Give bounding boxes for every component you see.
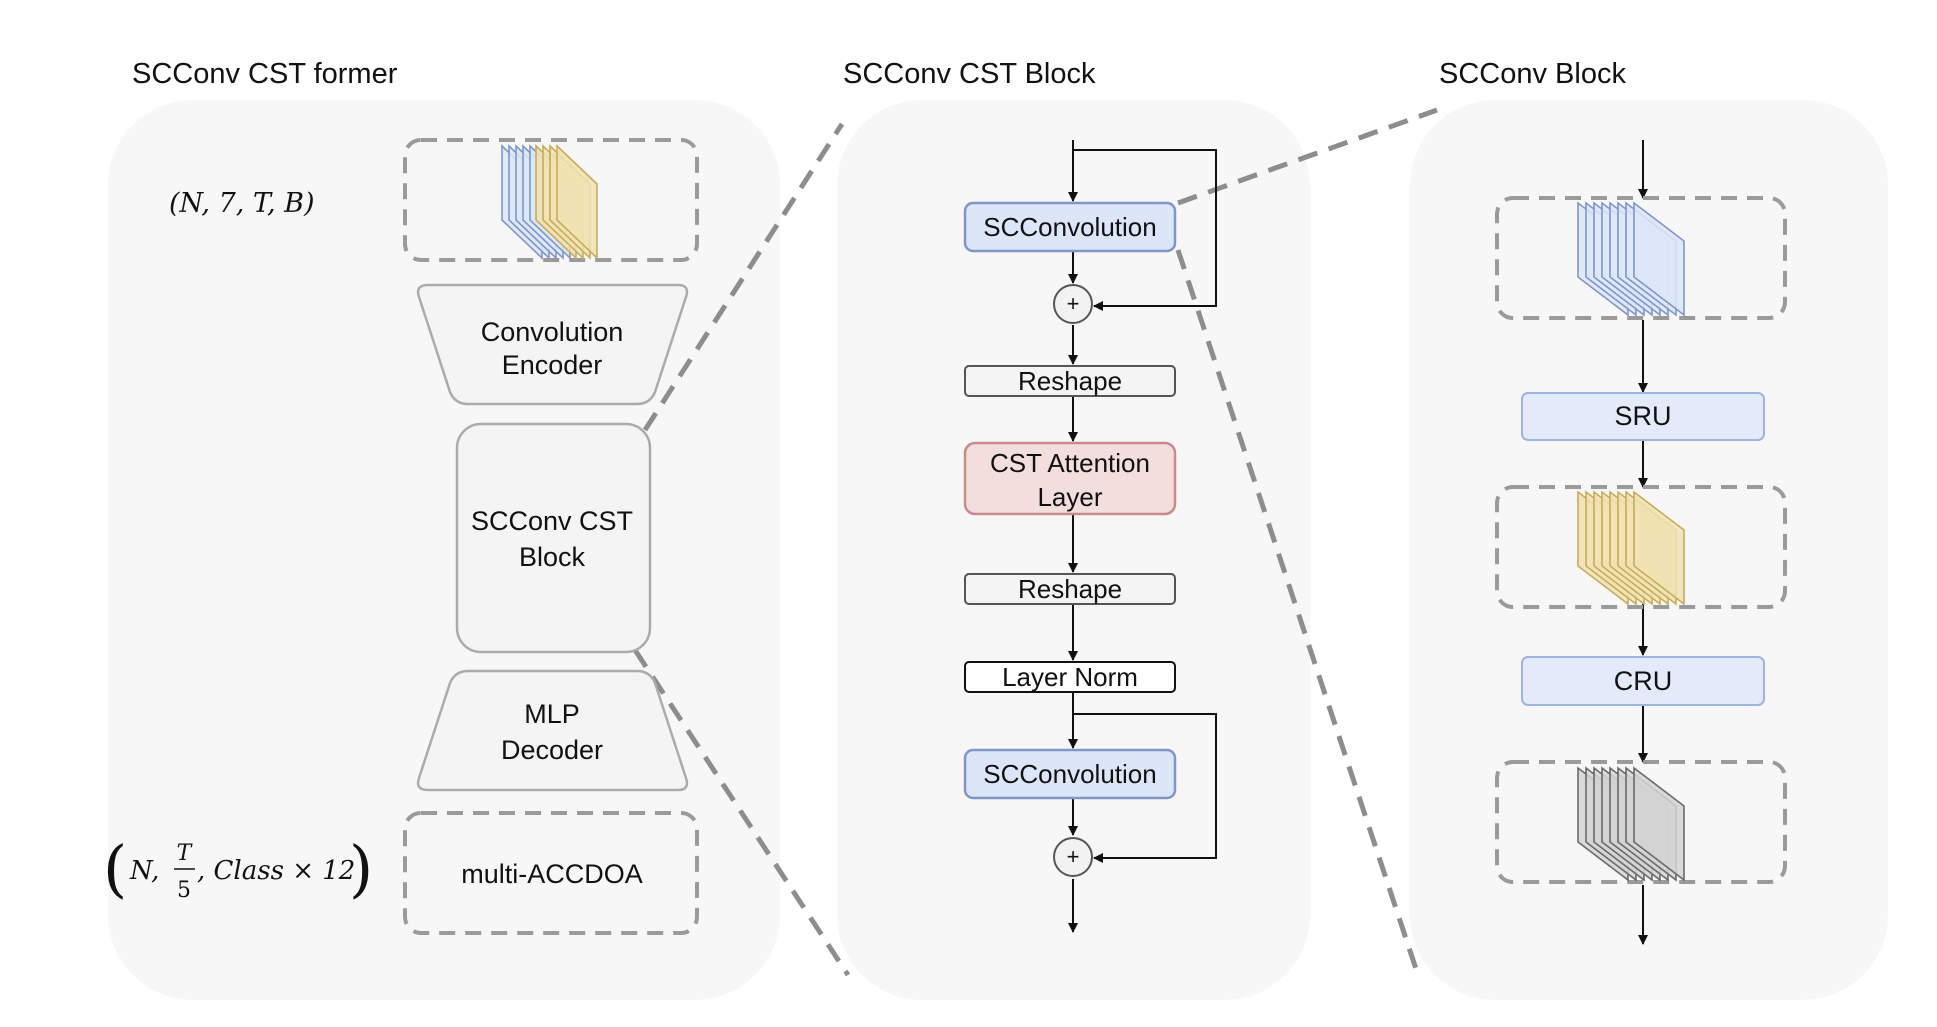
multi-accdoa-label: multi-ACCDOA bbox=[461, 859, 643, 889]
sru-label: SRU bbox=[1614, 401, 1671, 431]
add-node-1 bbox=[1053, 284, 1093, 324]
cru-feature-stack bbox=[1577, 766, 1685, 882]
zoom-connectors bbox=[632, 107, 1438, 977]
mlp-decoder-line1: MLP bbox=[524, 699, 580, 729]
cru-box bbox=[1521, 656, 1765, 706]
zoom-line-top-1 bbox=[642, 122, 845, 432]
output-shape-frac-den: 5 bbox=[177, 878, 191, 903]
input-tensor-stack bbox=[501, 144, 598, 260]
output-shape-close-paren: ) bbox=[349, 832, 373, 905]
convolution-encoder-shape bbox=[416, 283, 689, 406]
input-gold-sheet-4 bbox=[556, 144, 598, 260]
output-frame bbox=[403, 811, 699, 935]
output-shape-open-paren: ( bbox=[103, 832, 127, 905]
sru-box bbox=[1521, 392, 1765, 441]
stack2-gold-sheet-8 bbox=[1633, 490, 1685, 606]
cst-attention-box bbox=[963, 441, 1177, 516]
mlp-decoder-line2: Decoder bbox=[501, 735, 603, 765]
cst-block-arrows bbox=[1068, 140, 1217, 933]
cst-attention-line2: Layer bbox=[1037, 482, 1102, 512]
scconvolution-label-1: SCConvolution bbox=[983, 212, 1156, 242]
cst-block-title: SCConv CST Block bbox=[843, 58, 1096, 90]
reshape-label-1: Reshape bbox=[1018, 366, 1122, 396]
input-shape-label: (N, 7, T, B) bbox=[169, 188, 315, 219]
output-shape-formula: ( N, T 5 , Class × 12 ) bbox=[103, 832, 373, 905]
scconv-cst-block-box bbox=[455, 422, 652, 654]
feature-frame-2 bbox=[1495, 485, 1787, 609]
cst-attention-line1: CST Attention bbox=[990, 448, 1150, 478]
scconv-block-title: SCConv Block bbox=[1439, 58, 1626, 90]
output-shape-frac-num: T bbox=[177, 841, 194, 866]
mlp-decoder-shape bbox=[416, 669, 689, 792]
output-shape-rest: , Class × 12 bbox=[197, 856, 355, 886]
stack3-grey-sheet-8 bbox=[1633, 766, 1685, 882]
residual-path-2 bbox=[1073, 713, 1217, 863]
zoom-line-bottom-1 bbox=[632, 648, 851, 977]
layer-norm-label: Layer Norm bbox=[1002, 662, 1138, 692]
reshape-box-2 bbox=[964, 573, 1176, 605]
former-title: SCConv CST former bbox=[132, 58, 398, 90]
sru-feature-stack bbox=[1577, 490, 1685, 606]
add-node-2 bbox=[1053, 837, 1093, 877]
scconvolution-box-2 bbox=[963, 748, 1177, 800]
layer-norm-box bbox=[964, 661, 1176, 693]
convolution-encoder-line2: Encoder bbox=[502, 350, 603, 380]
reshape-box-1 bbox=[964, 365, 1176, 397]
stack1-blue-sheet-8 bbox=[1633, 201, 1685, 317]
add-symbol-2: + bbox=[1067, 844, 1080, 869]
scconvolution-box-1 bbox=[963, 201, 1177, 253]
zoom-line-top-2 bbox=[1177, 107, 1438, 206]
cru-label: CRU bbox=[1614, 666, 1673, 696]
add-symbol-1: + bbox=[1067, 291, 1080, 316]
reshape-label-2: Reshape bbox=[1018, 574, 1122, 604]
residual-path-1 bbox=[1073, 149, 1217, 311]
convolution-encoder-line1: Convolution bbox=[481, 317, 624, 347]
feature-frame-3 bbox=[1495, 760, 1787, 884]
scconv-cst-block-line1: SCConv CST bbox=[471, 506, 633, 536]
output-shape-n: N, bbox=[129, 856, 159, 886]
scconv-cst-block-line2: Block bbox=[519, 542, 586, 572]
feature-frame-1 bbox=[1495, 196, 1787, 320]
input-feature-stack bbox=[1577, 201, 1685, 317]
input-tensor-frame bbox=[403, 138, 699, 262]
scconvolution-label-2: SCConvolution bbox=[983, 759, 1156, 789]
